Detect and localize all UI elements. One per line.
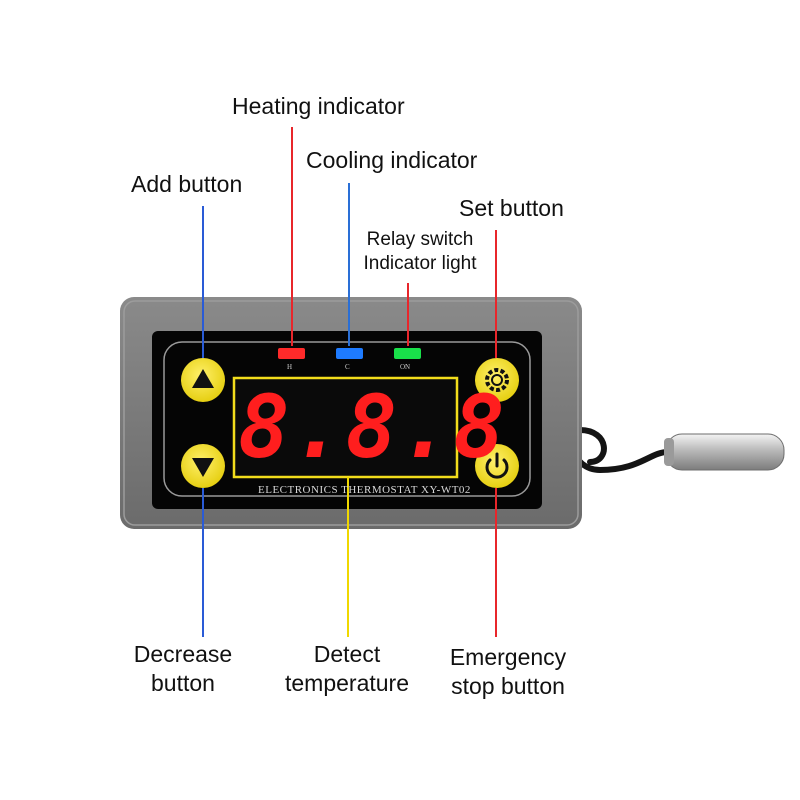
relay-label-line-2: Indicator light bbox=[363, 253, 477, 274]
led-c-text: C bbox=[345, 363, 350, 371]
emergency-label-line-2: stop button bbox=[451, 673, 565, 699]
emergency-label-line-1: Emergency bbox=[449, 644, 567, 670]
decrease-button-label: Decrease button bbox=[125, 640, 241, 698]
relay-label-line-1: Relay switch bbox=[366, 229, 474, 250]
cooling-indicator-label: Cooling indicator bbox=[306, 147, 478, 173]
add-button-graphic bbox=[181, 358, 225, 402]
brand-text: ELECTRONICS THERMOSTAT XY-WT02 bbox=[258, 484, 471, 496]
heating-indicator-label: Heating indicator bbox=[232, 93, 405, 119]
relay-led bbox=[394, 348, 421, 359]
decrease-label-line-2: button bbox=[151, 670, 215, 696]
temperature-display: 8.8.8 bbox=[238, 378, 507, 478]
relay-indicator-label: Relay switch Indicator light bbox=[353, 228, 487, 276]
add-button-label: Add button bbox=[131, 171, 243, 197]
emergency-stop-label: Emergency stop button bbox=[438, 643, 578, 701]
led-on-text: ON bbox=[400, 363, 411, 371]
set-button-label: Set button bbox=[459, 195, 564, 221]
cooling-led bbox=[336, 348, 363, 359]
detect-temperature-label: Detect temperature bbox=[272, 640, 422, 698]
decrease-button-graphic bbox=[181, 444, 225, 488]
heating-led bbox=[278, 348, 305, 359]
detect-label-line-1: Detect bbox=[313, 641, 381, 667]
decrease-label-line-1: Decrease bbox=[133, 641, 233, 667]
set-button-graphic bbox=[475, 358, 519, 402]
emergency-button-graphic bbox=[475, 444, 519, 488]
detect-label-line-2: temperature bbox=[284, 670, 409, 696]
display-frame bbox=[232, 376, 459, 479]
probe-cable bbox=[568, 426, 671, 474]
led-h-text: H bbox=[287, 363, 293, 371]
temperature-probe bbox=[664, 433, 785, 471]
